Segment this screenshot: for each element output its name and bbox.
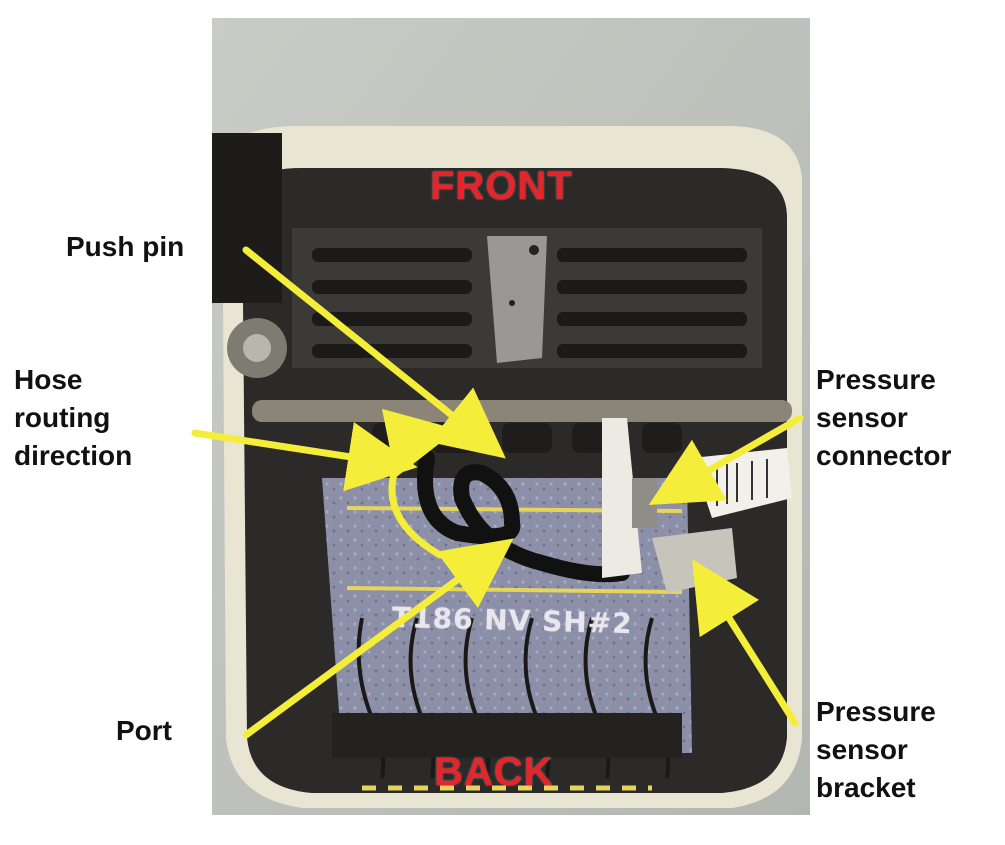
handwriting: T186 NV SH#2 [391, 600, 634, 641]
back-text: BACK [434, 750, 554, 794]
port-label: Port [116, 715, 172, 746]
hose-routing-label: Hose routing direction [14, 364, 133, 471]
pressure-sensor-bracket-label: Pressure sensor bracket [816, 696, 936, 803]
pressure-sensor-connector-label: Pressure sensor connector [816, 364, 952, 471]
front-text: FRONT [430, 164, 573, 208]
push-pin-label: Push pin [66, 231, 185, 262]
seat-photo: FRONT BACK T186 NV SH#2 [212, 18, 810, 815]
